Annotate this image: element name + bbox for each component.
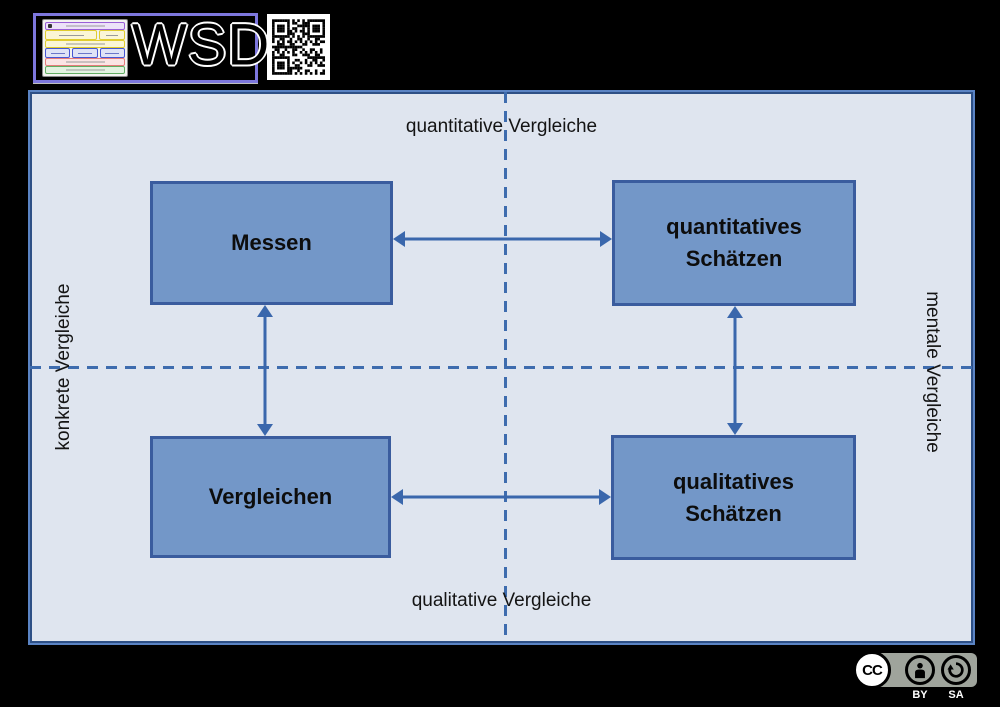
worksheet-thumbnail-icon <box>42 19 128 77</box>
arrow-messen-quantitatives <box>393 231 612 247</box>
arrowhead-down-icon <box>727 423 743 435</box>
axis-label-right: mentale Vergleiche <box>922 291 943 453</box>
cc-sa-arrow-icon <box>941 655 971 685</box>
thumbnail-cell <box>99 47 125 58</box>
qr-code-icon <box>267 14 330 80</box>
arrowhead-right-icon <box>600 231 612 247</box>
thumbnail-row-yellow <box>45 40 125 48</box>
axis-label-bottom: qualitative Vergleiche <box>411 590 592 611</box>
logo-text: WSD <box>132 12 271 78</box>
arrowhead-left-icon <box>391 489 403 505</box>
thumbnail-cell <box>45 29 98 41</box>
box-qualitatives-schaetzen: qualitatives Schätzen <box>611 435 856 560</box>
license-by-label: BY <box>912 689 928 701</box>
quadrant-diagram: quantitative Vergleiche qualitative Verg… <box>28 90 975 645</box>
arrowhead-down-icon <box>257 424 273 436</box>
arrow-quantitatives-qualitatives <box>727 306 743 435</box>
arrow-shaft <box>400 495 602 499</box>
box-vergleichen: Vergleichen <box>150 436 391 558</box>
arrow-shaft <box>263 314 267 427</box>
axis-label-left: konkrete Vergleiche <box>53 283 74 451</box>
arrow-shaft <box>402 237 603 241</box>
box-messen: Messen <box>150 181 393 305</box>
thumbnail-row-red <box>45 57 125 67</box>
thumbnail-row-green <box>45 66 125 74</box>
thumbnail-cell <box>99 29 125 40</box>
cc-logo-icon: CC <box>853 651 891 689</box>
horizontal-divider-dashed-line <box>30 366 973 369</box>
arrow-shaft <box>733 315 737 426</box>
arrowhead-left-icon <box>393 231 405 247</box>
axis-label-top: quantitative Vergleiche <box>405 116 598 137</box>
thumbnail-row-purple <box>45 22 125 30</box>
arrowhead-up-icon <box>257 305 273 317</box>
wsd-logo: WSD <box>33 13 269 83</box>
circular-arrow-icon <box>947 662 964 678</box>
qr-code-pattern <box>272 19 326 75</box>
thumbnail-row-yellow-split <box>45 29 125 41</box>
arrow-messen-vergleichen <box>257 305 273 436</box>
arrow-vergleichen-qualitatives <box>391 489 611 505</box>
thumbnail-cell <box>72 47 98 58</box>
license-sa-label: SA <box>948 689 964 701</box>
thumbnail-cell <box>45 47 71 58</box>
cc-by-sa-license-badge: CC BY SA <box>853 651 981 703</box>
cc-by-person-icon <box>905 655 935 685</box>
thumbnail-row-blue <box>45 47 125 58</box>
arrowhead-right-icon <box>599 489 611 505</box>
arrowhead-up-icon <box>727 306 743 318</box>
box-quantitatives-schaetzen: quantitatives Schätzen <box>612 180 856 306</box>
person-icon <box>915 662 925 679</box>
